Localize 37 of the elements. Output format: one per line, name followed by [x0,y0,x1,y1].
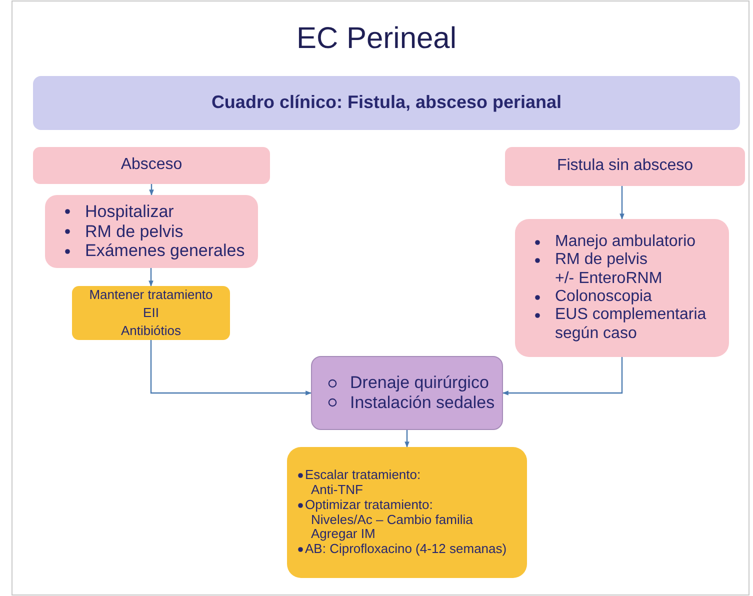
list-item: AB: Ciprofloxacino (4-12 semanas) [297,542,521,558]
box-label: Antibiótios [120,322,182,340]
category-box [505,147,745,186]
header-band [33,76,740,130]
arrow [148,268,154,287]
treatment-box [72,286,230,340]
arrow [149,184,154,196]
box-label: Absceso [120,155,184,176]
procedure-box [311,356,503,430]
list-item: Colonoscopia [525,288,723,306]
list-item: RM de pelvis [55,222,252,242]
arrow [404,430,410,448]
list-item: Escalar tratamiento: [297,468,521,483]
list-item: Drenaje quirúrgico [322,373,496,393]
arrow [150,340,312,396]
box-label: Fistula sin absceso [556,156,694,176]
arrow [620,186,624,220]
list-item: Instalación sedales [322,393,496,413]
list-item: +/- EnteroRNM [554,270,664,288]
category-box [33,147,270,184]
list-item: EUS complementaria según caso [525,306,723,344]
box-label: EII [142,304,160,322]
action-list-box [45,195,258,268]
list-item: Anti-TNF [310,482,364,498]
box-label: Cuadro clínico: Fistula, absceso perianal [210,91,563,114]
list-item: RM de pelvis [525,251,723,270]
list-item: Niveles/Ac – Cambio familia [311,512,474,528]
list-item: Manejo ambulatorio [525,232,723,252]
list-item: Optimizar tratamiento: [297,498,521,512]
treatment-box [287,447,527,578]
box-label: Mantener tratamiento [88,286,214,304]
list-item: Exámenes generales [55,241,252,261]
arrow [502,357,623,396]
title: EC Perineal [295,22,458,56]
action-list-box [515,219,729,357]
list-item: Hospitalizar [55,202,252,222]
list-item: Agregar IM [310,527,376,542]
